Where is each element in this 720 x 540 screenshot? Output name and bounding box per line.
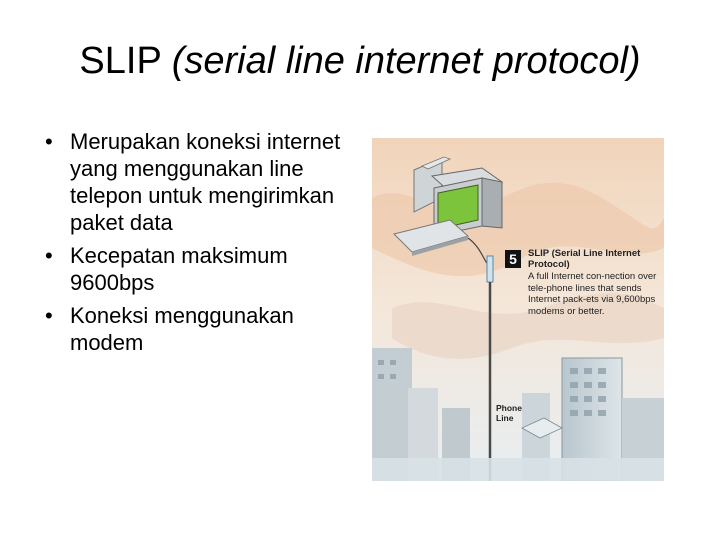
title-italic: (serial line internet protocol): [171, 40, 641, 82]
title-main: SLIP: [79, 40, 162, 82]
bullet-text: Koneksi menggunakan modem: [70, 303, 294, 355]
bullet-item: • Koneksi menggunakan modem: [40, 302, 350, 356]
bullet-item: • Merupakan koneksi internet yang menggun…: [40, 128, 350, 236]
caption-title: SLIP (Serial Line Internet Protocol): [528, 248, 641, 270]
computer-icon: [393, 156, 504, 267]
slide-title: SLIP (serial line internet protocol): [0, 38, 720, 84]
caption-body: A full Internet con-nection over tele-ph…: [528, 271, 657, 317]
phone-line-label: Phone Line: [496, 403, 522, 423]
step-number-badge: 5: [505, 250, 521, 268]
bullet-dot-icon: •: [45, 303, 53, 328]
bullet-item: • Kecepatan maksimum 9600bps: [40, 242, 350, 296]
bullet-text: Merupakan koneksi internet yang mengguna…: [70, 129, 341, 235]
phone-pole-icon: [486, 255, 494, 481]
slip-illustration: 5 SLIP (Serial Line Internet Protocol) A…: [372, 138, 664, 481]
bullet-dot-icon: •: [45, 243, 53, 268]
bullet-dot-icon: •: [45, 129, 53, 154]
city-buildings-image: [372, 348, 664, 481]
illustration-graphic: [372, 138, 664, 481]
bullet-list: • Merupakan koneksi internet yang menggun…: [40, 128, 350, 362]
bullet-text: Kecepatan maksimum 9600bps: [70, 243, 288, 295]
